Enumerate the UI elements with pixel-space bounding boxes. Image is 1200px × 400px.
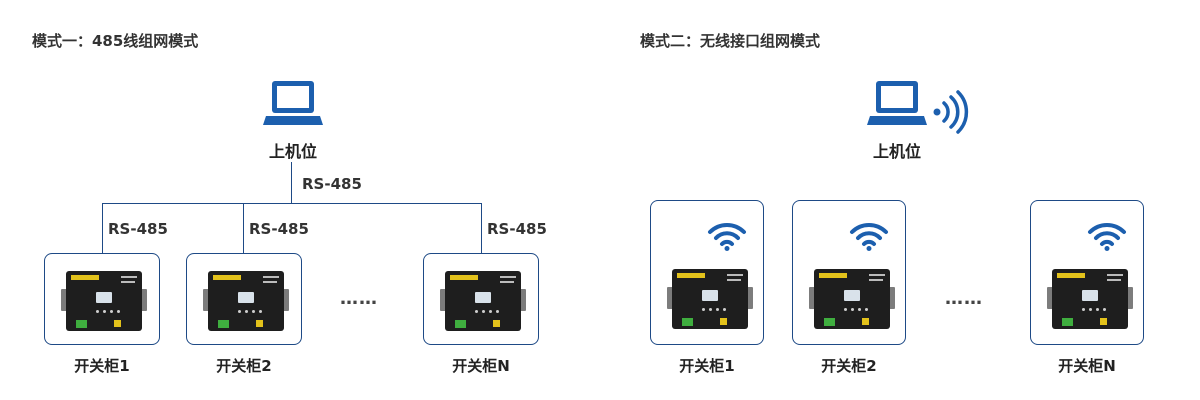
wifi-icon (708, 222, 746, 251)
bus-line (102, 203, 481, 204)
host-label: 上机位 (872, 142, 921, 161)
cabinet-box (792, 200, 906, 345)
mode1-title: 模式一：485线组网模式 (32, 32, 199, 50)
monitor-device (667, 269, 753, 329)
laptop-icon (867, 81, 927, 125)
wifi-icon (1088, 222, 1126, 251)
monitor-device (61, 271, 147, 331)
trunk-line (291, 162, 292, 203)
branch-line-n (481, 203, 482, 253)
branch-label-1: RS-485 (108, 220, 168, 238)
cabinet-label-2: 开关柜2 (821, 357, 877, 375)
monitor-device (809, 269, 895, 329)
cabinet-box (186, 253, 302, 345)
branch-label-2: RS-485 (249, 220, 309, 238)
cabinet-label-2: 开关柜2 (216, 357, 272, 375)
branch-label-n: RS-485 (487, 220, 547, 238)
cabinet-box (423, 253, 539, 345)
monitor-device (1047, 269, 1133, 329)
trunk-label: RS-485 (302, 175, 362, 193)
cabinet-box (650, 200, 764, 345)
host-label: 上机位 (268, 142, 317, 161)
monitor-device (203, 271, 289, 331)
cabinet-label-n: 开关柜N (1058, 357, 1116, 375)
wifi-icon (850, 222, 888, 251)
cabinet-label-1: 开关柜1 (74, 357, 130, 375)
cabinet-label-1: 开关柜1 (679, 357, 735, 375)
branch-line-1 (102, 203, 103, 253)
cabinet-box (44, 253, 160, 345)
wireless-signal-icon (933, 90, 969, 134)
monitor-device (440, 271, 526, 331)
mode2-title: 模式二：无线接口组网模式 (640, 32, 821, 50)
cabinet-label-n: 开关柜N (452, 357, 510, 375)
branch-line-2 (243, 203, 244, 253)
ellipsis: …… (340, 288, 378, 309)
laptop-icon (263, 81, 323, 125)
ellipsis: …… (945, 288, 983, 309)
cabinet-box (1030, 200, 1144, 345)
